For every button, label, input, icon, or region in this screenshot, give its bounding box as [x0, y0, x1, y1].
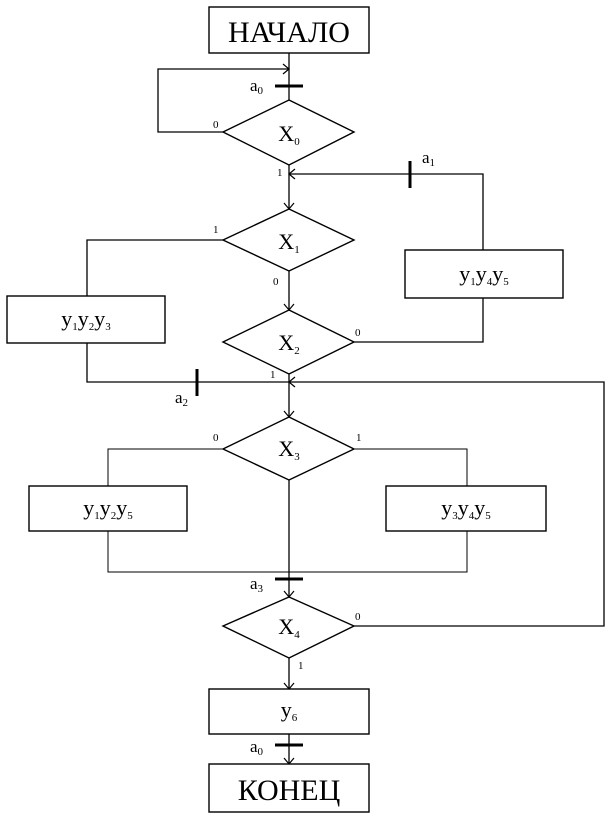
branch-x1-no: 0: [273, 276, 279, 288]
operation-y6: [208, 688, 370, 735]
branch-x2-yes: 1: [270, 369, 276, 381]
condition-x1-label: X1: [278, 229, 299, 256]
branch-x4-no: 0: [355, 611, 361, 623]
branch-x0-no: 0: [213, 119, 219, 131]
branch-x3-yes: 1: [356, 432, 362, 444]
marker-a2: a2: [175, 388, 188, 409]
operation-y1y2y5: [28, 485, 188, 532]
operation-y3y4y5: [385, 485, 547, 532]
marker-a1: a1: [422, 148, 435, 169]
condition-x4-label: X4: [278, 614, 300, 641]
marker-a3: a3: [250, 574, 264, 595]
marker-a0-top: a0: [250, 76, 264, 97]
branch-x2-no: 0: [355, 327, 361, 339]
branch-x3-no: 0: [213, 432, 219, 444]
connectors: [86, 53, 605, 765]
condition-x1: [221, 208, 356, 272]
operation-y1y2y3-label: y1y2y3: [61, 306, 111, 333]
operation-y1y4y5: [404, 249, 564, 299]
condition-x3-label: X3: [278, 436, 300, 463]
condition-x0: [221, 99, 356, 166]
marker-a0-bottom: a0: [250, 737, 264, 758]
operation-y3y4y5-label: y3y4y5: [441, 495, 491, 522]
branch-x1-yes: 1: [213, 224, 219, 236]
condition-x2-label: X2: [278, 330, 299, 357]
start-block: [208, 6, 370, 54]
condition-x3: [221, 416, 356, 481]
operation-y1y4y5-label: y1y4y5: [459, 261, 509, 288]
operation-y6-label: y6: [281, 697, 298, 724]
condition-x0-label: X0: [278, 121, 300, 148]
end-block: [208, 763, 370, 813]
operation-y1y2y5-label: y1y2y5: [83, 495, 133, 522]
branch-x4-yes: 1: [298, 660, 304, 672]
branch-x0-yes: 1: [277, 167, 283, 179]
start-label: НАЧАЛО: [228, 16, 350, 49]
condition-x4: [221, 596, 356, 659]
end-label: КОНЕЦ: [238, 774, 341, 807]
operation-y1y2y3: [6, 295, 166, 344]
condition-x2: [221, 309, 356, 375]
